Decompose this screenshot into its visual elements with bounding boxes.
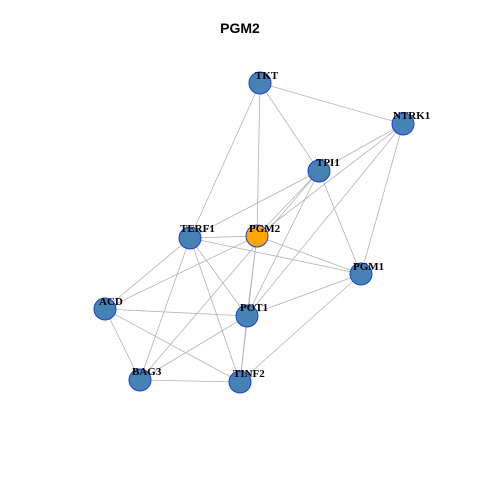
edge-tpi1-terf1 <box>189 170 320 239</box>
node-acd: ACD <box>93 296 123 321</box>
edge-pgm2-pgm1 <box>256 235 362 275</box>
node-pgm1: PGM1 <box>349 261 384 286</box>
node-tkt: TKT <box>248 70 279 95</box>
node-label-acd: ACD <box>99 296 123 308</box>
node-label-tkt: TKT <box>255 70 279 82</box>
edge-terf1-pot1 <box>189 237 248 317</box>
node-bag3: BAG3 <box>128 366 162 392</box>
node-label-tpi1: TPI1 <box>316 157 340 169</box>
edge-tpi1-bag3 <box>139 170 320 381</box>
node-terf1: TERF1 <box>178 223 215 250</box>
node-circle-pot1 <box>235 304 259 328</box>
node-label-pot1: POT1 <box>240 302 268 314</box>
edge-pgm2-acd <box>104 235 258 310</box>
edge-pgm1-pot1 <box>246 273 362 317</box>
node-pot1: POT1 <box>235 302 268 328</box>
node-label-bag3: BAG3 <box>132 366 162 378</box>
node-circle-tinf2 <box>228 370 252 394</box>
edge-tkt-tpi1 <box>259 82 320 172</box>
node-tinf2: TINF2 <box>228 368 265 394</box>
edge-pot1-bag3 <box>139 315 248 381</box>
node-circle-acd <box>93 297 117 321</box>
node-label-ntrk1: NTRK1 <box>393 110 430 122</box>
edge-tpi1-pgm2 <box>256 170 320 237</box>
node-circle-ntrk1 <box>391 112 415 136</box>
edge-terf1-tinf2 <box>189 237 241 383</box>
node-circle-pgm2 <box>245 224 269 248</box>
edge-terf1-pgm1 <box>189 237 362 275</box>
edge-layer <box>104 82 404 383</box>
figure-title: PGM2 <box>220 20 260 36</box>
node-ntrk1: NTRK1 <box>391 110 430 136</box>
edge-ntrk1-pgm2 <box>256 123 404 237</box>
node-circle-bag3 <box>128 368 152 392</box>
node-pgm2: PGM2 <box>245 223 281 248</box>
node-tpi1: TPI1 <box>307 157 340 183</box>
edge-pgm1-tinf2 <box>239 273 362 383</box>
node-circle-tpi1 <box>307 159 331 183</box>
node-circle-tkt <box>248 71 272 95</box>
edge-acd-pot1 <box>104 308 248 317</box>
node-label-tinf2: TINF2 <box>233 368 265 380</box>
edge-tkt-terf1 <box>189 82 261 239</box>
edge-acd-bag3 <box>104 308 141 381</box>
node-label-pgm1: PGM1 <box>353 261 384 273</box>
edge-tpi1-pot1 <box>246 170 320 317</box>
node-circle-pgm1 <box>349 262 373 286</box>
edge-terf1-acd <box>104 237 191 310</box>
node-label-terf1: TERF1 <box>180 223 215 235</box>
edge-tkt-ntrk1 <box>259 82 404 125</box>
edge-terf1-bag3 <box>139 237 191 381</box>
edge-bag3-tinf2 <box>139 379 241 383</box>
edge-acd-tinf2 <box>104 308 241 383</box>
edge-tpi1-pgm1 <box>318 170 362 275</box>
edge-tkt-pgm2 <box>256 82 261 237</box>
node-circle-terf1 <box>178 226 202 250</box>
edge-ntrk1-tpi1 <box>318 123 404 172</box>
node-label-pgm2: PGM2 <box>249 223 281 235</box>
edge-ntrk1-pot1 <box>246 123 404 317</box>
edge-ntrk1-pgm1 <box>360 123 404 275</box>
